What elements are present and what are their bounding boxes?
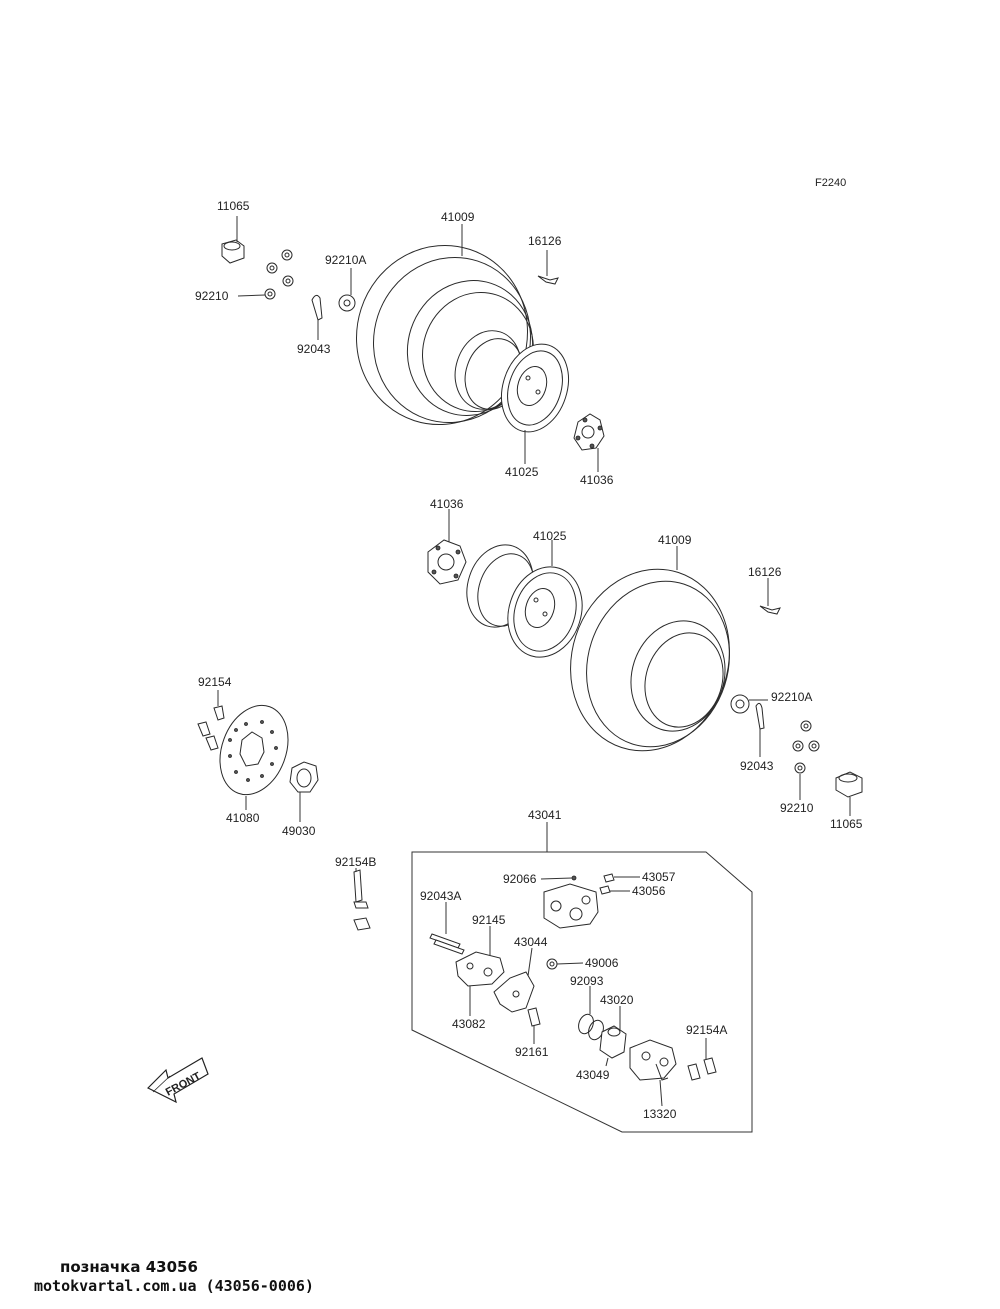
- castle-nut-mid: [730, 694, 750, 714]
- cotter-pin-top: [311, 294, 323, 321]
- piston-43049: [599, 1025, 627, 1059]
- label-41036-top: 41036: [580, 473, 614, 487]
- bolts-92154B: [353, 869, 371, 931]
- label-92093: 92093: [570, 974, 604, 988]
- screw-43056: [599, 885, 611, 895]
- rim-top: [454, 330, 569, 433]
- label-41025-top: 41025: [505, 465, 539, 479]
- label-92210-top: 92210: [195, 289, 229, 303]
- label-92210-mid: 92210: [780, 801, 814, 815]
- cap-top: [221, 239, 245, 264]
- brake-disc-assembly: [197, 704, 319, 796]
- label-41080: 41080: [226, 811, 260, 825]
- assembly-boundary: [411, 851, 753, 1133]
- label-43020: 43020: [600, 993, 634, 1007]
- leaders-caliper: [355, 868, 707, 1107]
- front-arrow: FRONT: [146, 1057, 209, 1104]
- label-43082: 43082: [452, 1017, 486, 1031]
- label-49030: 49030: [282, 824, 316, 838]
- diagram-code: F2240: [815, 177, 846, 189]
- pins-92043A: [429, 933, 465, 955]
- footer-source: motokvartal.com.ua (43056-0006): [34, 1277, 314, 1295]
- label-92043A: 92043A: [420, 889, 461, 903]
- label-43044: 43044: [514, 935, 548, 949]
- label-92043-mid: 92043: [740, 759, 774, 773]
- nut-49006: [546, 958, 558, 970]
- top-wheel-assembly: [221, 239, 605, 451]
- label-92161: 92161: [515, 1045, 549, 1059]
- middle-wheel-assembly: [427, 539, 863, 798]
- cotter-pin-mid: [755, 702, 765, 730]
- label-43041: 43041: [528, 808, 562, 822]
- leaders-mid: [448, 509, 851, 816]
- bleeder-92066: [571, 875, 577, 881]
- castle-nut-top: [338, 294, 356, 312]
- valve-top: [537, 275, 559, 285]
- label-92154B: 92154B: [335, 855, 376, 869]
- label-92210A-top: 92210A: [325, 253, 366, 267]
- label-11065-top: 11065: [217, 199, 250, 213]
- label-92145: 92145: [472, 913, 506, 927]
- leaders-top: [236, 216, 599, 472]
- footer-caption: позначка 43056: [60, 1258, 198, 1276]
- label-41009-mid: 41009: [658, 533, 692, 547]
- hub-49030: [289, 761, 319, 793]
- label-92210A-mid: 92210A: [771, 690, 812, 704]
- bolts-92154: [197, 705, 225, 751]
- nuts-top: [264, 249, 294, 300]
- label-43057: 43057: [642, 870, 676, 884]
- label-13320: 13320: [643, 1107, 677, 1121]
- bolts-92154A: [687, 1057, 717, 1081]
- hub-mid: [427, 539, 467, 585]
- label-41025-mid: 41025: [533, 529, 567, 543]
- bracket-43082: [455, 951, 505, 987]
- label-92154A: 92154A: [686, 1023, 727, 1037]
- tire-mid: [570, 568, 730, 752]
- label-41036-mid: 41036: [430, 497, 464, 511]
- caliper-assembly: [353, 822, 753, 1133]
- cap-43057: [603, 873, 615, 883]
- label-16126-mid: 16126: [748, 565, 782, 579]
- label-43049: 43049: [576, 1068, 610, 1082]
- caliper-body: [543, 883, 599, 929]
- cap-mid: [835, 771, 863, 798]
- label-41009-top: 41009: [441, 210, 475, 224]
- label-92154: 92154: [198, 675, 232, 689]
- nuts-mid: [792, 720, 820, 774]
- valve-mid: [759, 605, 781, 615]
- pad-13320: [629, 1039, 677, 1081]
- brake-disc: [219, 704, 289, 796]
- label-92043-top: 92043: [297, 342, 331, 356]
- pin-92161: [527, 1007, 541, 1027]
- hub-top: [573, 413, 605, 451]
- plate-43044: [493, 971, 535, 1013]
- label-43056: 43056: [632, 884, 666, 898]
- label-11065-mid: 11065: [830, 817, 863, 831]
- rim-mid: [466, 544, 583, 658]
- leaders-disc: [217, 690, 301, 822]
- label-16126-top: 16126: [528, 234, 562, 248]
- label-92066: 92066: [503, 872, 537, 886]
- label-49006: 49006: [585, 956, 619, 970]
